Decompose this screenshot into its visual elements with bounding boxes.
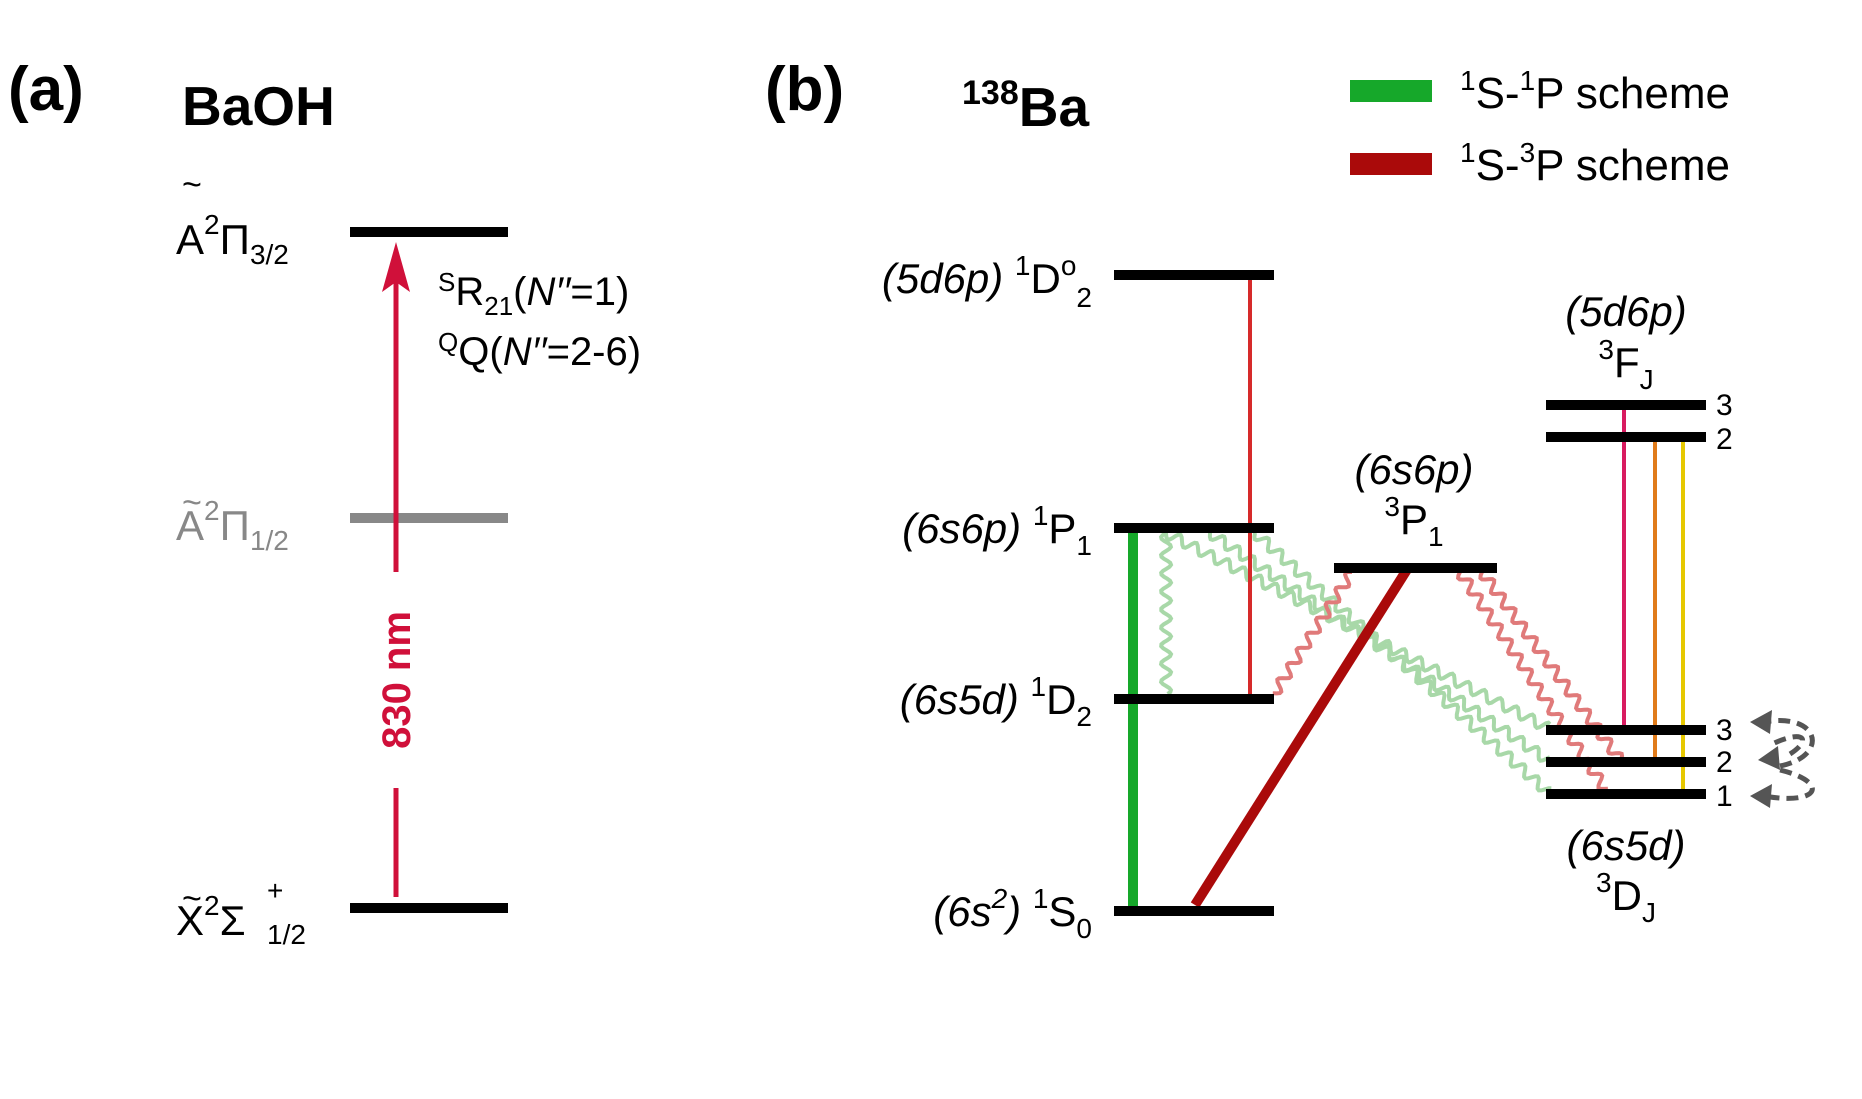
label-X2Sigma: ~ X2Σ + 1/2 <box>176 875 306 950</box>
label-3FJ-term: 3FJ <box>1598 334 1653 395</box>
repump-arrow-lower <box>1763 767 1815 801</box>
label-6s5d-1D2: (6s5d) 1D2 <box>900 671 1092 732</box>
label-6s6p-3P1-config: (6s6p) <box>1354 446 1473 493</box>
repump-arrowhead-icon-1 <box>1750 710 1772 734</box>
svg-text:X2Σ: X2Σ <box>176 890 246 944</box>
svg-text:~: ~ <box>182 880 202 918</box>
svg-text:~: ~ <box>182 484 202 522</box>
label-5d6p-1Do2: (5d6p) 1Do2 <box>882 250 1092 313</box>
legend-swatch-red <box>1350 153 1432 175</box>
decay-3P1-1D2 <box>1272 570 1352 696</box>
label-A2Pi-1-2: ~ A2Π1/2 <box>176 484 289 556</box>
decay-1P1-1D2 <box>1158 531 1174 696</box>
label-A2Pi-3-2: ~ A2Π3/2 <box>176 166 289 270</box>
repump-arrow-upper <box>1763 718 1815 769</box>
legend-label-1S-3P: 1S-3P scheme <box>1460 137 1730 190</box>
excitation-arrow: 830 nm <box>375 242 419 897</box>
decay-paths <box>1158 531 1625 793</box>
svg-text:1/2: 1/2 <box>267 919 306 950</box>
panel-a: (a) BaOH ~ A2Π3/2 ~ A2Π1/2 ~ X2Σ + 1/2 8… <box>8 55 641 950</box>
label-5d6p-3FJ-config: (5d6p) <box>1565 288 1686 335</box>
j-label-3D-2: 2 <box>1716 746 1733 779</box>
svg-text:+: + <box>267 875 283 906</box>
label-3DJ-term: 3DJ <box>1596 867 1656 928</box>
arrow-wavelength-label: 830 nm <box>375 611 419 749</box>
panel-a-title: BaOH <box>182 75 335 137</box>
svg-text:A2Π1/2: A2Π1/2 <box>176 495 289 556</box>
svg-text:~: ~ <box>182 166 202 204</box>
j-label-3F-2: 2 <box>1716 423 1733 456</box>
j-label-3D-1: 1 <box>1716 780 1733 813</box>
label-6s6p-1P1: (6s6p) 1P1 <box>902 500 1092 561</box>
legend-swatch-green <box>1350 80 1432 102</box>
label-6s2-1S0: (6s2) 1S0 <box>933 883 1092 944</box>
repump-arrows <box>1763 718 1815 801</box>
repump-arrowhead-icon-2 <box>1750 784 1772 808</box>
svg-text:A2Π3/2: A2Π3/2 <box>176 209 289 270</box>
decay-1P1-3D1 <box>1252 532 1552 793</box>
transition-label-SR21: SR21(N′′=1) <box>438 267 629 321</box>
j-label-3F-3: 3 <box>1716 389 1733 422</box>
transition-1S0-3P1-red <box>1190 565 1413 908</box>
decay-3P1-3D1 <box>1455 571 1609 791</box>
legend-label-1S-1P: 1S-1P scheme <box>1460 65 1730 118</box>
decay-1P1-3D2 <box>1207 532 1551 763</box>
panel-b-label: (b) <box>765 55 844 124</box>
panel-b-title: 138Ba <box>962 74 1089 138</box>
j-label-3D-3: 3 <box>1716 714 1733 747</box>
panel-b: (b) 138Ba 1S-1P scheme 1S-3P scheme (5d6… <box>765 55 1815 944</box>
repump-arrowheads <box>1750 710 1780 808</box>
label-3P1-term: 3P1 <box>1384 491 1443 552</box>
label-6s5d-3DJ-config: (6s5d) <box>1566 822 1685 869</box>
legend: 1S-1P scheme 1S-3P scheme <box>1350 65 1730 190</box>
transition-label-QQ: QQ(N′′=2-6) <box>438 327 641 374</box>
arrow-head-icon <box>382 242 410 292</box>
repump-arrowhead-icon-3 <box>1758 746 1780 770</box>
repump-arrow-inner <box>1768 734 1805 757</box>
panel-a-label: (a) <box>8 55 84 124</box>
